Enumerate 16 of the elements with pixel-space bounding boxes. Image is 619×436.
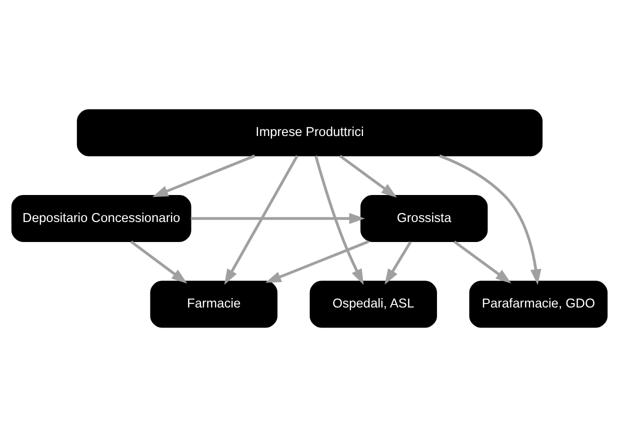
arrow: [339, 154, 397, 198]
arrow: [224, 154, 298, 284]
arrow: [314, 155, 364, 284]
node-box: Parafarmacie, GDO: [469, 280, 608, 328]
arrow: [152, 154, 256, 196]
node-box: Imprese Produttrici: [76, 108, 543, 156]
node-box: Farmacie: [150, 280, 278, 328]
node-box: Depositario Concessionario: [11, 194, 192, 242]
arrow: [454, 240, 512, 283]
node-box: Grossista: [360, 194, 488, 242]
arrow: [439, 154, 542, 284]
arrow: [265, 240, 370, 282]
arrow: [384, 240, 412, 284]
arrow: [130, 240, 188, 283]
arrow: [190, 212, 365, 224]
node-box: Ospedali, ASL: [310, 280, 437, 328]
